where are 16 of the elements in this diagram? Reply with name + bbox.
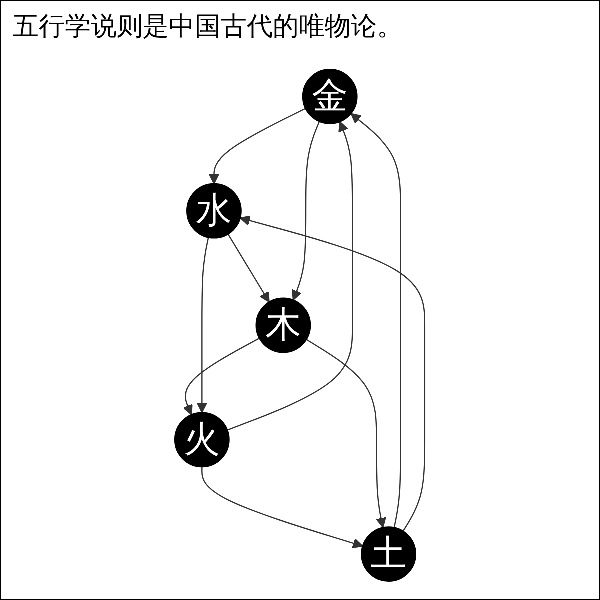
- arrow: [208, 108, 306, 184]
- title: 五行学说则是中国古代的唯物论。: [12, 11, 404, 44]
- arrow: [240, 216, 426, 532]
- arrow: [196, 238, 210, 414]
- node-circle: 水: [186, 183, 242, 239]
- arrow: [350, 113, 402, 528]
- arrow: [306, 339, 386, 528]
- arrow: [183, 338, 260, 416]
- node-circle: 金: [302, 69, 358, 124]
- arrow: [292, 121, 320, 301]
- node-circle: 土: [361, 526, 416, 582]
- arrow: [228, 234, 270, 303]
- node-circle: 火: [174, 412, 230, 468]
- arrow: [202, 466, 364, 549]
- node-circle: 木: [256, 298, 312, 354]
- arrow: [227, 121, 354, 431]
